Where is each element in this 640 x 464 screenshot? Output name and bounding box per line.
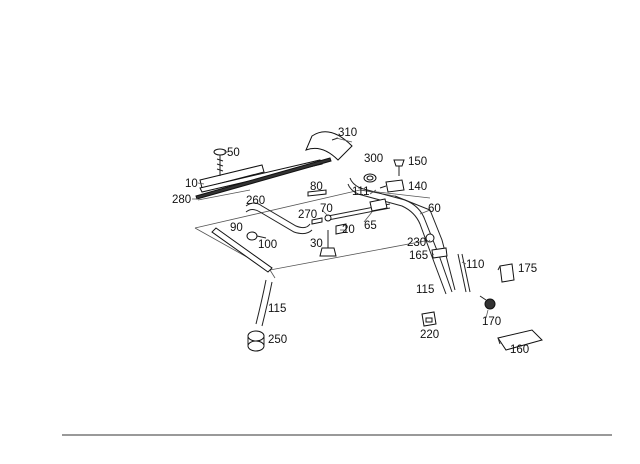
callout-20: 20 bbox=[342, 224, 355, 236]
callout-260: 260 bbox=[246, 195, 265, 207]
part-90-strip bbox=[211, 227, 273, 273]
callout-280: 280 bbox=[172, 194, 191, 206]
callout-60: 60 bbox=[428, 203, 441, 215]
callout-30: 30 bbox=[310, 238, 323, 250]
callout-110: 110 bbox=[466, 259, 484, 271]
part-30-screw bbox=[319, 230, 337, 257]
callout-270: 270 bbox=[298, 209, 317, 221]
leader-lines bbox=[192, 137, 489, 319]
part-10-strip bbox=[195, 157, 332, 200]
part-260-hose bbox=[245, 202, 313, 235]
callout-111: 111 bbox=[352, 186, 369, 198]
callout-140: 140 bbox=[408, 181, 427, 193]
callout-10: 10 bbox=[185, 178, 198, 190]
callout-65: 65 bbox=[364, 220, 377, 232]
callout-80: 80 bbox=[310, 181, 323, 193]
part-300-clamp bbox=[363, 173, 377, 183]
callout-165: 165 bbox=[409, 250, 428, 262]
callout-220: 220 bbox=[420, 329, 439, 341]
part-60-tube bbox=[347, 177, 456, 295]
callout-70: 70 bbox=[320, 203, 333, 215]
part-100-screw bbox=[246, 231, 267, 241]
part-150-screw bbox=[393, 159, 405, 176]
part-110-tube bbox=[457, 253, 471, 293]
callout-160: 160 bbox=[510, 344, 529, 356]
callout-300: 300 bbox=[364, 153, 383, 165]
roof-frame-outline bbox=[194, 189, 431, 279]
callout-90: 90 bbox=[230, 222, 243, 234]
part-270-plug bbox=[311, 217, 323, 225]
callout-310: 310 bbox=[338, 127, 357, 139]
callout-150: 150 bbox=[408, 156, 427, 168]
part-115-hose bbox=[255, 279, 273, 327]
part-65-rod bbox=[327, 198, 391, 221]
part-165-connector bbox=[431, 247, 448, 259]
callout-115-lower: 115 bbox=[268, 303, 286, 315]
callout-250: 250 bbox=[268, 334, 287, 346]
part-70-fitting bbox=[324, 214, 332, 222]
callout-100: 100 bbox=[258, 239, 277, 251]
callout-50: 50 bbox=[227, 147, 240, 159]
part-160-bracket bbox=[497, 329, 543, 351]
callout-175: 175 bbox=[518, 263, 537, 275]
part-140-clip bbox=[379, 179, 405, 193]
part-220-clip bbox=[421, 311, 437, 327]
part-175-clip bbox=[497, 263, 515, 283]
part-80-hose bbox=[307, 189, 327, 197]
part-230-fitting bbox=[425, 233, 435, 243]
part-50-screw bbox=[213, 148, 227, 176]
part-170-screw bbox=[479, 295, 496, 310]
callout-170: 170 bbox=[482, 316, 501, 328]
callout-230: 230 bbox=[407, 237, 426, 249]
part-250-sleeve bbox=[247, 330, 265, 352]
part-20-clip bbox=[335, 223, 347, 235]
callout-115-upper: 115 bbox=[416, 284, 434, 296]
